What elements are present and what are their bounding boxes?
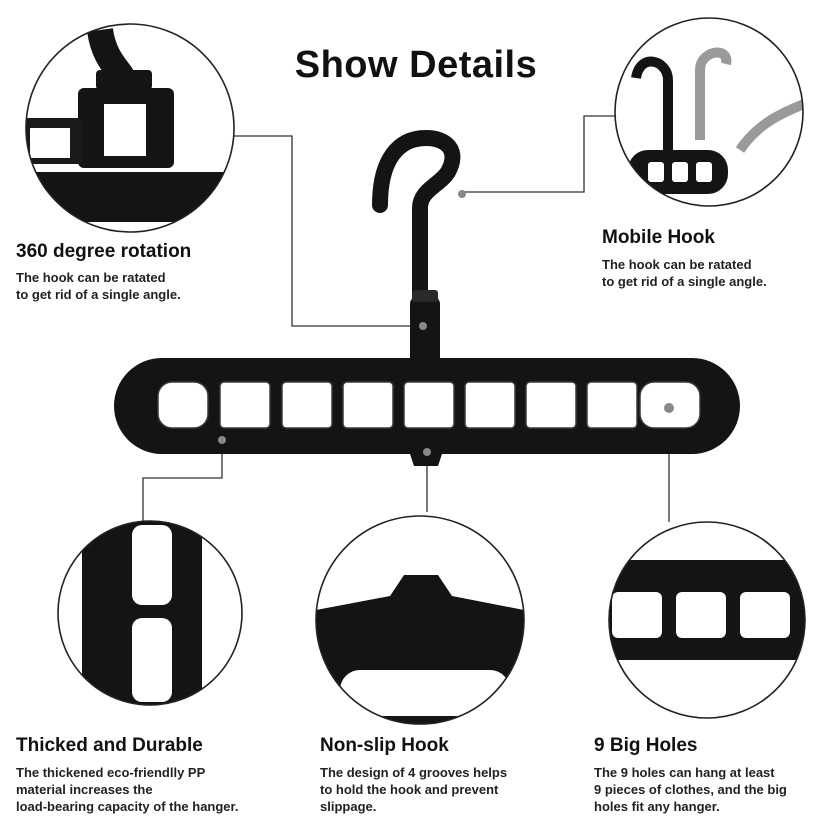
leader-line-mobile [462,115,616,193]
feature-text-holes: The 9 holes can hang at least 9 pieces o… [594,765,787,814]
feature-text-rotation: The hook can be ratated to get rid of a … [16,270,181,302]
feature-text-durable: The thickened eco-friendlly PP material … [16,765,239,814]
detail-circle-durable [57,520,243,706]
leader-line-durable [142,440,223,522]
hanger-hook [372,129,461,330]
main-hanger [114,129,740,466]
feature-heading-mobile: Mobile Hook [602,227,715,248]
feature-heading-holes: 9 Big Holes [594,735,698,756]
leader-dots [218,190,674,456]
feature-text-nonslip: The design of 4 grooves helps to hold th… [320,765,508,814]
feature-text-mobile: The hook can be ratated to get rid of a … [602,257,767,289]
hook-swivel [410,296,440,376]
hanger-holes [157,381,701,429]
detail-circle-mobile [614,17,804,207]
detail-circle-nonslip [315,515,525,725]
feature-heading-durable: Thicked and Durable [16,735,203,756]
feature-heading-rotation: 360 degree rotation [16,241,192,262]
feature-heading-nonslip: Non-slip Hook [320,735,449,756]
page-title: Show Details [294,44,538,86]
detail-circle-holes [608,521,806,719]
leader-line-rotation [232,135,421,327]
